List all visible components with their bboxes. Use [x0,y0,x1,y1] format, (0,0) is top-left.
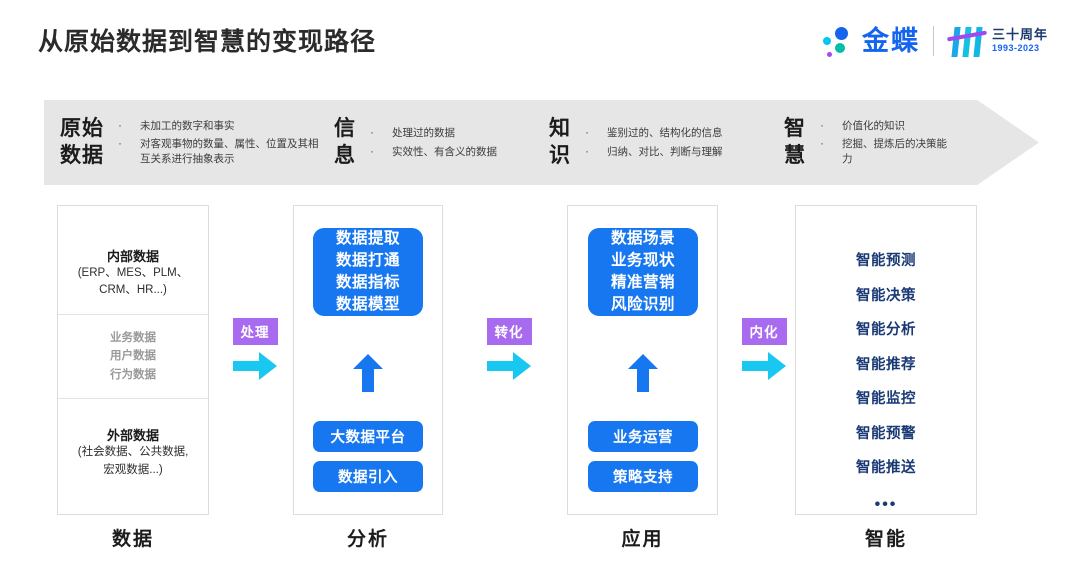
bullet-dot: · [585,143,589,158]
list-item: 智能推荐 [856,356,916,373]
external-data-subtitle: (社会数据、公共数据, 宏观数据...) [77,446,189,476]
bullet-dot: · [820,135,824,150]
banner-keyword: 智 慧 [784,117,806,167]
list-item: 智能预测 [856,253,916,269]
data-type-item: 用户数据 [110,350,156,363]
brand-logo: 金蝶 三十周年 1993-2023 [818,22,1048,60]
right-arrow-icon [733,352,795,380]
external-data-section: 外部数据 (社会数据、公共数据, 宏观数据...) [58,399,208,479]
card-intelligence: 智能预测 智能决策 智能分析 智能推荐 智能监控 智能预警 智能推送 ••• [795,205,977,515]
right-arrow-icon [224,352,286,380]
connector-label: 转化 [486,318,532,345]
ellipsis-marker: ••• [874,495,898,513]
page-title: 从原始数据到智慧的变现路径 [38,28,377,56]
application-pill-strategy-support[interactable]: 策略支持 [588,461,698,492]
banner-bullet: 未加工的数字和事实 [140,119,235,132]
data-type-item: 行为数据 [110,369,156,382]
application-main-box: 数据场景 业务现状 精准营销 风险识别 [588,228,698,316]
stage-label-intelligence: 智能 [864,529,907,550]
connector-internalization: 内化 [733,318,795,380]
banner-keyword: 信 息 [334,117,356,167]
connector-label: 内化 [741,318,787,345]
up-arrow-icon [353,354,383,392]
list-item: 智能预警 [856,425,916,442]
banner-bullet: 实效性、有含义的数据 [392,145,497,158]
banner-segment-wisdom: 智 慧 · 价值化的知识 · 挖掘、提炼后的决策能力 [784,100,957,185]
bullet-dot: · [585,125,589,140]
bullet-dot: · [370,143,374,158]
banner-bullet: 处理过的数据 [392,127,455,140]
dikw-banner-arrow: 原始 数据 · 未加工的数字和事实 · 对客观事物的数量、属性、位置及其相互关系进行… [44,100,1039,185]
banner-bullet: 归纳、对比、判断与理解 [607,145,723,158]
analysis-pill-bigdata-platform[interactable]: 大数据平台 [313,421,423,452]
banner-bullet: 价值化的知识 [842,119,905,132]
list-item: 智能决策 [856,287,916,304]
bullet-dot: · [370,125,374,140]
banner-keyword: 原始 数据 [60,117,104,167]
connector-transformation: 转化 [478,318,540,380]
card-divider [58,313,208,315]
internal-data-title: 内部数据 [106,249,159,264]
kingdee-dots-icon [818,24,858,58]
stage-label-application: 应用 [621,529,664,550]
banner-bullet: 鉴别过的、结构化的信息 [607,127,723,140]
bullet-dot: · [118,135,122,150]
up-arrow-icon [628,354,658,392]
banner-segment-information: 信 息 · 处理过的数据 · 实效性、有含义的数据 [334,100,549,185]
stage-label-data: 数据 [111,529,154,550]
logo-divider [932,26,934,56]
brand-name: 金蝶 [861,25,920,56]
application-pill-business-operations[interactable]: 业务运营 [588,421,698,452]
analysis-pill-data-ingestion[interactable]: 数据引入 [313,461,423,492]
bullet-dot: · [820,117,824,132]
card-divider [58,398,208,400]
anniversary-years: 1993-2023 [991,43,1040,54]
internal-data-subtitle: (ERP、MES、PLM、 CRM、HR...) [77,267,189,297]
list-item: 智能推送 [856,460,916,476]
data-type-item: 业务数据 [110,331,156,344]
banner-segment-knowledge: 知 识 · 鉴别过的、结构化的信息 · 归纳、对比、判断与理解 [549,100,784,185]
banner-bullet: 对客观事物的数量、属性、位置及其相互关系进行抽象表示 [140,137,319,166]
banner-keyword: 知 识 [549,117,571,167]
stage-label-analysis: 分析 [346,529,389,550]
banner-bullet: 挖掘、提炼后的决策能力 [842,137,947,166]
connector-processing: 处理 [224,318,286,380]
list-item: 智能监控 [856,391,916,407]
bullet-dot: · [118,117,122,132]
external-data-title: 外部数据 [106,428,159,444]
anniversary-label: 三十周年 [991,27,1048,43]
connector-label: 处理 [232,318,278,345]
list-item: 智能分析 [856,322,916,338]
right-arrow-icon [478,352,540,380]
card-data: 内部数据 (ERP、MES、PLM、 CRM、HR...) 业务数据 用户数据 … [57,205,209,515]
analysis-main-box: 数据提取 数据打通 数据指标 数据模型 [313,228,423,316]
intelligence-list: 智能预测 智能决策 智能分析 智能推荐 智能监控 智能预警 智能推送 ••• [796,206,976,514]
banner-segment-raw-data: 原始 数据 · 未加工的数字和事实 · 对客观事物的数量、属性、位置及其相互关系进行… [44,100,334,185]
anniversary-mark-icon [946,25,988,57]
data-types-section: 业务数据 用户数据 行为数据 [58,315,208,399]
internal-data-section: 内部数据 (ERP、MES、PLM、 CRM、HR...) [58,206,208,314]
anniversary-badge: 三十周年 1993-2023 [946,25,1048,57]
